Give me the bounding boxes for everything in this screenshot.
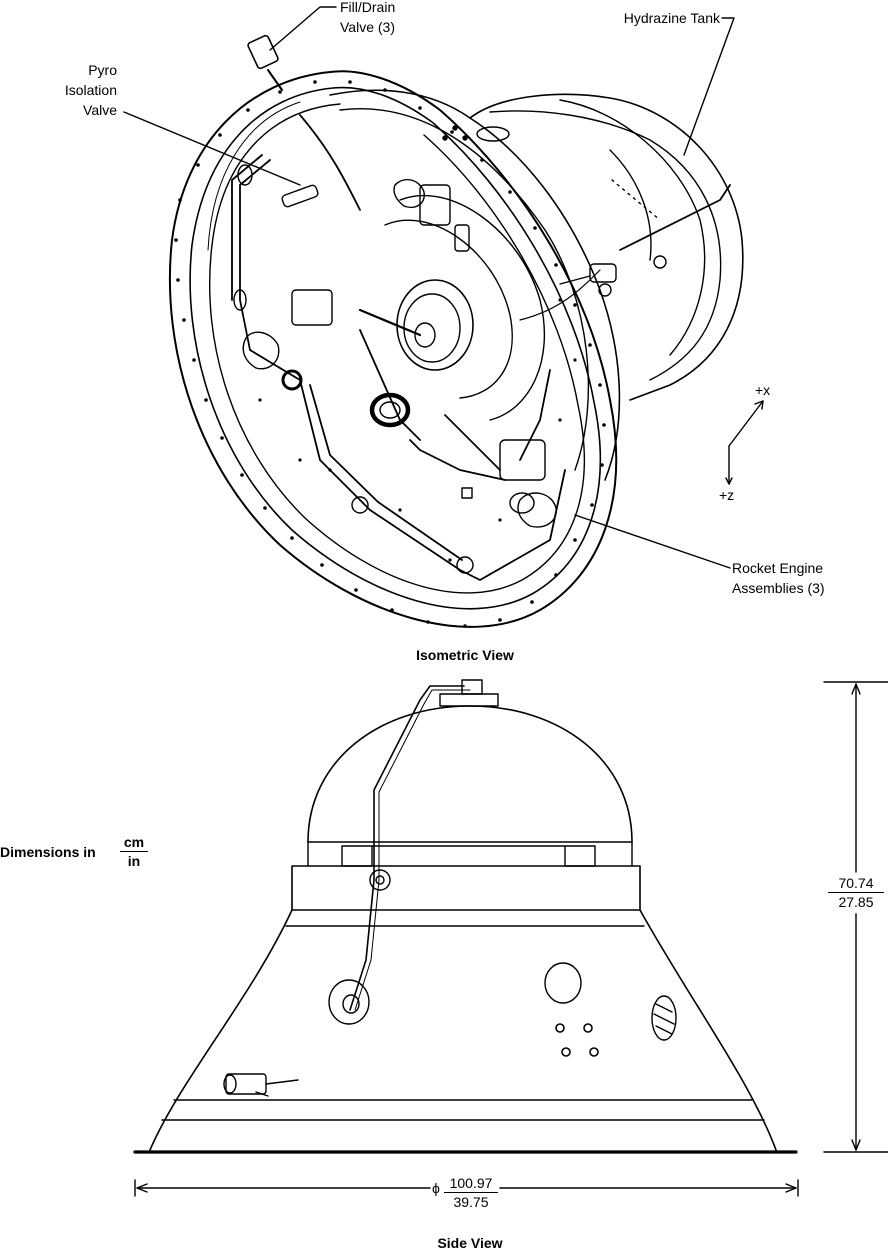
- central-port: [358, 194, 546, 421]
- rocket-label-line2: Assemblies (3): [732, 580, 825, 596]
- diameter-cm: 100.97: [444, 1174, 498, 1193]
- height-in: 27.85: [838, 894, 874, 910]
- propellant-lines: [231, 114, 731, 581]
- isometric-view-caption: Isometric View: [416, 647, 514, 663]
- flange-ring: [168, 70, 618, 628]
- diameter-value: 100.97 39.75: [444, 1174, 498, 1211]
- rocket-engines: [242, 178, 557, 528]
- valves: [233, 34, 667, 574]
- fill-drain-valve-label: Fill/Drain Valve (3): [340, 0, 395, 37]
- pyro-label-line1: Pyro: [88, 62, 117, 78]
- diameter-symbol: ϕ: [432, 1180, 440, 1196]
- pyro-label-line2: Isolation: [64, 82, 117, 98]
- side-view-caption: Side View: [437, 1235, 503, 1249]
- hydrazine-tank-label: Hydrazine Tank: [623, 10, 720, 26]
- unit-denominator: in: [127, 853, 141, 869]
- height-value: 70.74 27.85: [828, 874, 884, 911]
- adapter-cone: [329, 89, 621, 481]
- height-cm: 70.74: [828, 874, 884, 893]
- fill-drain-label-line1: Fill/Drain: [340, 0, 396, 15]
- height-dimension: [823, 681, 888, 1153]
- units-fraction: cm in: [120, 833, 148, 870]
- hydrazine-tank: [469, 93, 744, 401]
- diameter-in: 39.75: [453, 1194, 489, 1210]
- pyro-isolation-valve-label: Pyro Isolation Valve: [20, 60, 117, 120]
- leader-lines: [123, 6, 735, 569]
- axis-indicator: [725, 400, 764, 485]
- fill-drain-label-line2: Valve (3): [340, 19, 395, 35]
- rocket-engine-assemblies-label: Rocket Engine Assemblies (3): [732, 558, 825, 598]
- rocket-label-line1: Rocket Engine: [732, 560, 824, 576]
- axis-z-label: +z: [719, 487, 735, 503]
- isometric-view: [123, 6, 764, 628]
- diameter-dimension: [134, 1179, 799, 1197]
- axis-x-label: +x: [755, 382, 771, 398]
- dimensions-note: Dimensions in: [0, 844, 96, 860]
- side-view: [133, 679, 798, 1154]
- unit-numerator: cm: [120, 833, 148, 852]
- pyro-label-line3: Valve: [83, 102, 117, 118]
